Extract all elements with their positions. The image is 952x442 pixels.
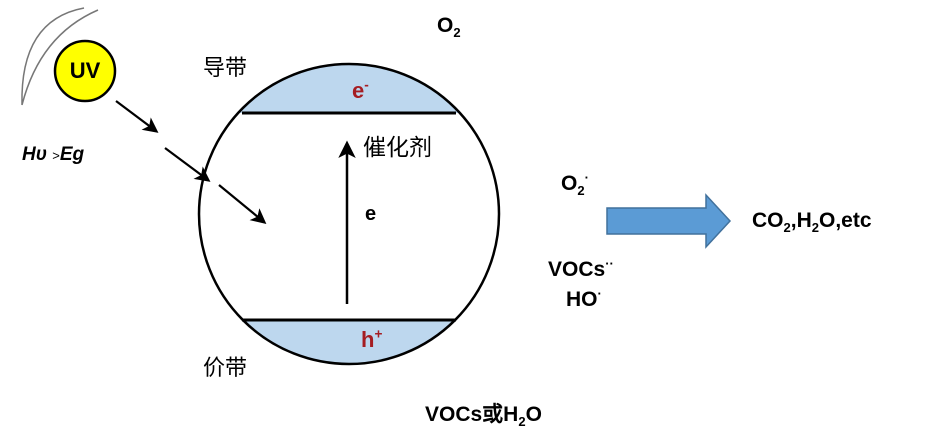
light-arrow-2: [164, 147, 211, 182]
hole-label: h+: [361, 326, 383, 352]
hydroxyl-radical-label: HO·: [566, 286, 602, 311]
valence-band-label: 价带: [203, 356, 248, 381]
excitation-label: e: [365, 203, 377, 225]
excitation-condition: Hυ >Eg: [22, 144, 84, 166]
light-arrow-3: [218, 184, 267, 224]
superoxide-radical-label: O2·: [561, 170, 589, 199]
electron-label: e-: [352, 77, 369, 103]
reactants-label: VOCs或H2O: [425, 403, 542, 430]
products-label: CO2,H2O,etc: [752, 209, 872, 236]
condition-tail: Eg: [59, 144, 85, 165]
light-arrow-1: [115, 100, 159, 133]
uv-arc: [21, 7, 99, 106]
conduction-band-label: 导带: [203, 56, 248, 81]
catalyst-circle: [197, 62, 501, 366]
oxygen-top-label: O2: [437, 14, 461, 41]
uv-source-circle: [53, 39, 117, 103]
catalyst-label: 催化剂: [363, 135, 432, 161]
condition-relation: >: [52, 148, 60, 163]
uv-label: UV: [69, 58, 101, 83]
product-block-arrow: [606, 193, 732, 249]
vocs-radical-label: VOCs··: [548, 256, 614, 281]
light-path: [115, 100, 267, 224]
condition-main: Hυ: [22, 144, 47, 165]
